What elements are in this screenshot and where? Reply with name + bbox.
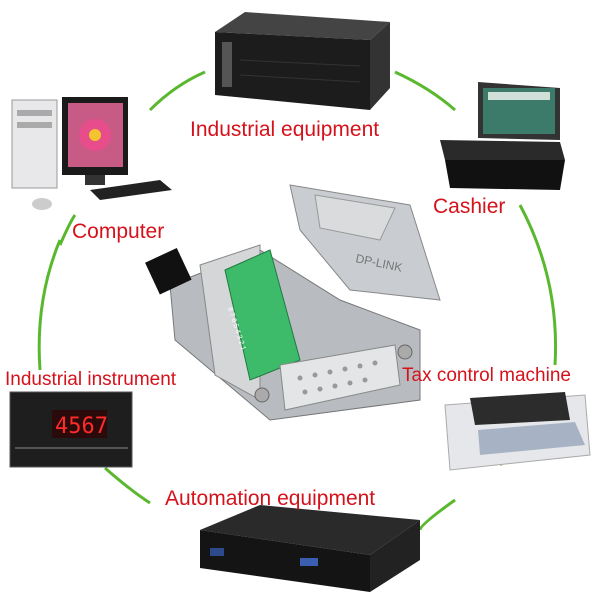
label-automation-equipment: Automation equipment [165,487,376,510]
server-rack-image [215,12,390,110]
label-cashier: Cashier [433,195,506,218]
label-industrial-equipment: Industrial equipment [190,118,380,141]
tax-printer-image [444,392,591,471]
db15-terminal-connector-image: DP-LINK 8 7 6 5 4 3 2 1 [145,184,441,421]
automation-box-image [200,505,420,592]
label-computer: Computer [72,220,165,243]
cashier-laptop-image [440,82,565,190]
meter-display: 4567 [55,414,108,439]
label-industrial-instrument: Industrial instrument [5,369,177,390]
label-tax-control-machine: Tax control machine [402,365,571,386]
computer-image [11,97,172,210]
industrial-meter-image: 4567 [9,391,133,468]
